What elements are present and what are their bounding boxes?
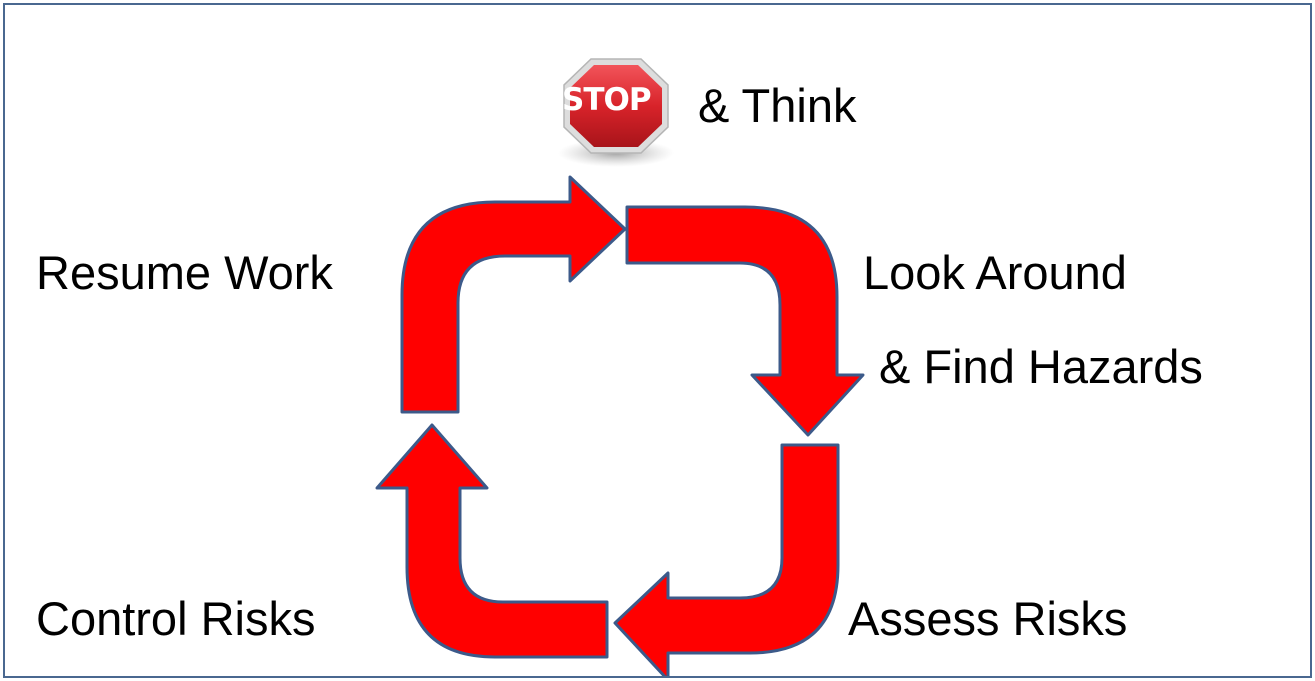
cycle-arrows xyxy=(375,175,865,676)
arrow-stop-to-look xyxy=(625,205,865,437)
label-assess-risks: Assess Risks xyxy=(848,592,1128,645)
label-find-hazards: & Find Hazards xyxy=(879,340,1203,393)
stop-sign-icon xyxy=(558,58,674,167)
label-control-risks: Control Risks xyxy=(36,592,316,645)
arrow-assess-to-control xyxy=(613,443,840,676)
arrow-control-to-resume xyxy=(375,423,609,659)
arrow-resume-to-stop xyxy=(400,175,627,414)
stop-sign-text: STOP xyxy=(562,82,652,118)
label-stop-think: & Think xyxy=(698,79,857,132)
diagram-frame: STOP & Think Look Around & Find Hazards … xyxy=(3,3,1312,678)
label-resume-work: Resume Work xyxy=(36,246,333,299)
label-look-around: Look Around xyxy=(863,246,1127,299)
